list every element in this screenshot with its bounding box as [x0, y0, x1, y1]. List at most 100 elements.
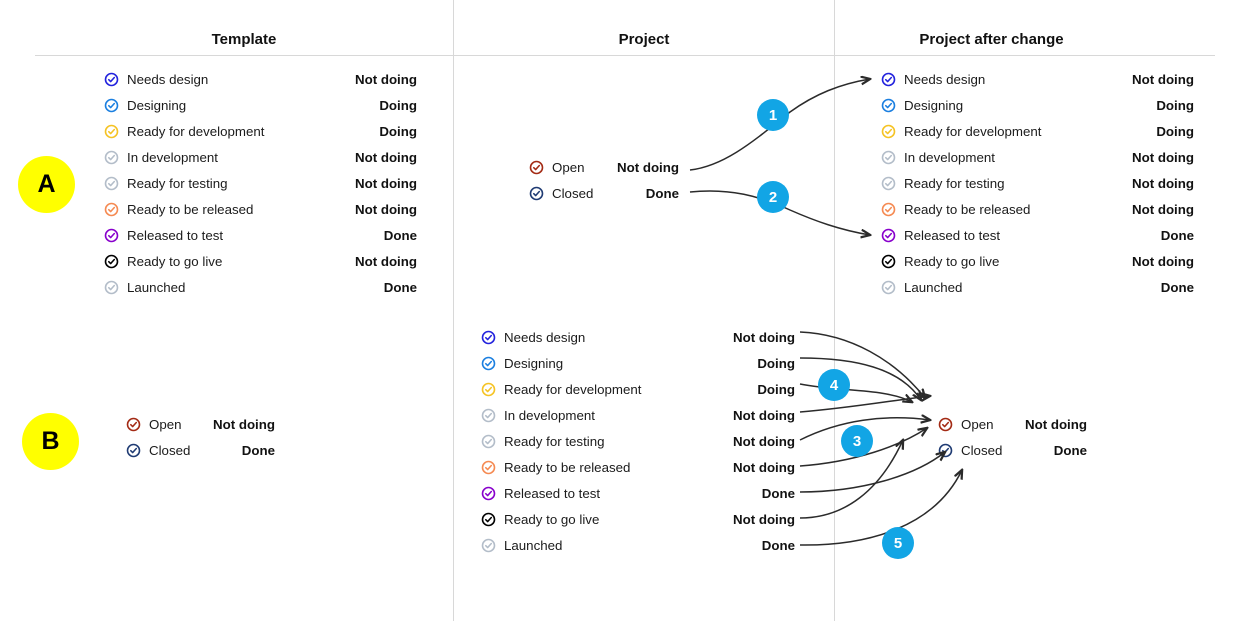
step-badge-4: 4: [818, 369, 850, 401]
status-row-value: Doing: [379, 123, 417, 139]
status-row-name: Open: [149, 416, 182, 432]
arrow-b-launched-to-closed: [799, 470, 962, 546]
status-check-icon: [104, 124, 119, 138]
status-row-name: Ready for development: [904, 123, 1042, 139]
status-row-name: In development: [904, 149, 995, 165]
status-row-value: Not doing: [1131, 71, 1194, 87]
status-row-name: Closed: [961, 442, 1003, 458]
status-row[interactable]: Released to test Done: [481, 480, 795, 506]
status-row-name: Designing: [127, 97, 187, 113]
status-row[interactable]: In development Not doing: [104, 144, 417, 170]
step-badge-4-label: 4: [829, 376, 839, 394]
status-row-value: Not doing: [732, 329, 795, 345]
column-divider-right: [834, 0, 835, 621]
status-row-value: Not doing: [354, 175, 417, 191]
status-row-value: Done: [761, 485, 795, 501]
status-check-icon: [481, 512, 496, 526]
status-row-name: Launched: [127, 279, 186, 295]
status-check-icon: [881, 254, 896, 268]
status-check-icon: [938, 417, 953, 431]
status-check-icon: [104, 254, 119, 268]
status-row-name: Designing: [504, 355, 564, 371]
column-header-project: Project: [618, 31, 670, 48]
column-header-template: Template: [211, 31, 277, 48]
arrow-b-ready-for-development-to-open: [799, 383, 912, 402]
arrow-b-released-to-test-to-closed: [799, 452, 945, 493]
status-row-name: Open: [961, 416, 994, 432]
status-check-icon: [481, 434, 496, 448]
status-row[interactable]: Ready to go live Not doing: [481, 506, 795, 532]
status-check-icon: [104, 280, 119, 294]
status-row-value: Not doing: [732, 459, 795, 475]
step-badge-3-label: 3: [852, 432, 862, 450]
column-divider-left: [453, 0, 454, 621]
status-row-name: Released to test: [904, 227, 1001, 243]
status-row-value: Not doing: [354, 149, 417, 165]
status-row[interactable]: Needs design Not doing: [881, 66, 1194, 92]
status-row-name: Ready for development: [504, 381, 642, 397]
status-row-name: Ready to go live: [504, 511, 600, 527]
status-check-icon: [104, 150, 119, 164]
status-row-name: Released to test: [504, 485, 601, 501]
status-check-icon: [881, 280, 896, 294]
status-row-name: Ready for testing: [904, 175, 1005, 191]
status-check-icon: [529, 160, 544, 174]
status-row-value: Not doing: [732, 511, 795, 527]
status-row-name: Ready to go live: [127, 253, 223, 269]
column-header-project-after-change: Project after change: [919, 31, 1064, 48]
status-row[interactable]: Needs design Not doing: [481, 324, 795, 350]
status-check-icon: [481, 460, 496, 474]
status-check-icon: [104, 228, 119, 242]
status-row[interactable]: In development Not doing: [881, 144, 1194, 170]
status-check-icon: [481, 330, 496, 344]
status-check-icon: [881, 72, 896, 86]
status-row-name: Ready to be released: [904, 201, 1031, 217]
step-badge-5: 5: [882, 527, 914, 559]
status-check-icon: [104, 176, 119, 190]
section-marker-a: A: [18, 156, 75, 213]
status-row-name: Needs design: [904, 71, 986, 87]
status-check-icon: [481, 356, 496, 370]
status-check-icon: [126, 417, 141, 431]
status-row-value: Not doing: [1131, 149, 1194, 165]
status-row-name: In development: [504, 407, 595, 423]
status-row-name: Needs design: [504, 329, 586, 345]
status-row-name: Designing: [904, 97, 964, 113]
status-row-name: In development: [127, 149, 218, 165]
status-check-icon: [881, 98, 896, 112]
status-check-icon: [481, 382, 496, 396]
status-row-name: Ready to go live: [904, 253, 1000, 269]
